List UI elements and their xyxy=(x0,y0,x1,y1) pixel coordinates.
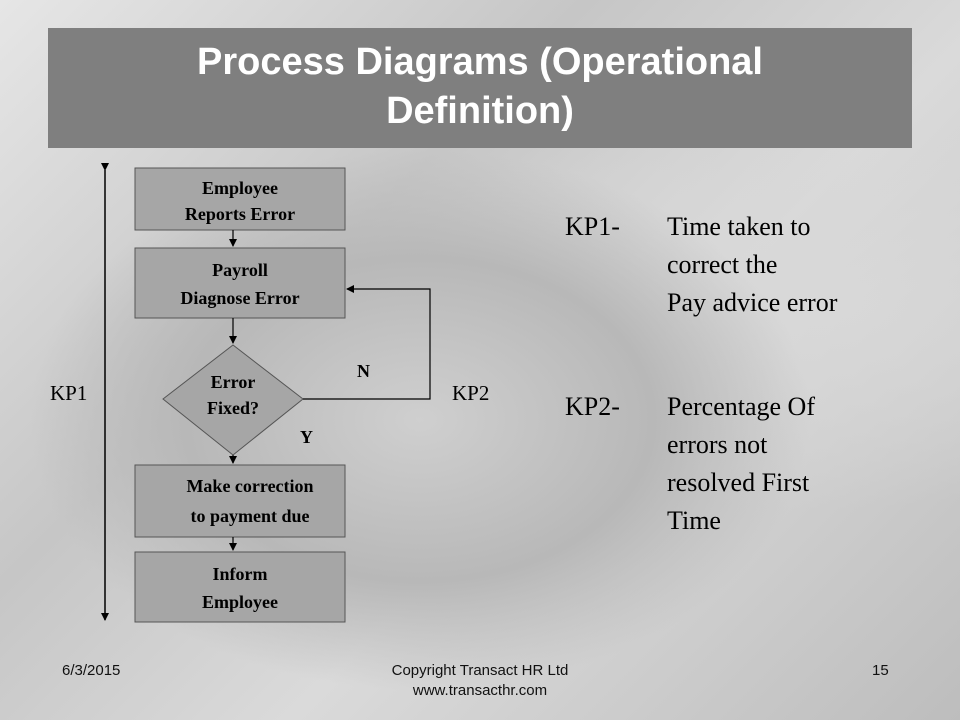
definition-kp2-text: Percentage Of errors not resolved First … xyxy=(667,388,815,540)
step-employee-reports-error xyxy=(134,167,346,231)
step1-line2: Reports Error xyxy=(185,204,295,224)
title-bar: Process Diagrams (Operational Definition… xyxy=(48,28,912,148)
definition-kp2-line: errors not xyxy=(667,430,768,459)
definition-kp1-key: KP1- xyxy=(565,212,620,241)
no-label: N xyxy=(357,361,370,381)
step1-line1: Employee xyxy=(202,178,278,198)
definition-kp1-text: Time taken to correct the Pay advice err… xyxy=(667,208,837,322)
kp1-label: KP1 xyxy=(50,381,87,405)
footer-page-number: 15 xyxy=(872,662,889,679)
kp-definitions: KP1- Time taken to correct the Pay advic… xyxy=(565,208,925,540)
decision-line2: Fixed? xyxy=(207,398,259,418)
slide-title-line-2: Definition) xyxy=(386,90,574,132)
definition-kp2-line: Percentage Of xyxy=(667,392,815,421)
definition-kp1-line: Time taken to xyxy=(667,212,811,241)
definition-kp1: KP1- Time taken to correct the Pay advic… xyxy=(565,208,925,322)
decision-line1: Error xyxy=(211,372,256,392)
definition-kp2-key: KP2- xyxy=(565,392,620,421)
slide-title-line-1: Process Diagrams (Operational xyxy=(197,41,763,83)
step-make-correction xyxy=(134,464,346,538)
step2-line2: Diagnose Error xyxy=(180,288,299,308)
kp2-label: KP2 xyxy=(452,381,489,405)
step3-line1: Make correction xyxy=(186,476,313,496)
footer-website: www.transacthr.com xyxy=(412,682,548,699)
step-payroll-diagnose-error xyxy=(134,247,346,319)
step2-line1: Payroll xyxy=(212,260,268,280)
definition-kp1-line: correct the xyxy=(667,250,778,279)
step3-line2: to payment due xyxy=(190,506,309,526)
definition-kp2-line: resolved First xyxy=(667,468,810,497)
footer-date: 6/3/2015 xyxy=(62,662,121,679)
definition-kp2: KP2- Percentage Of errors not resolved F… xyxy=(565,388,925,540)
footer-copyright-line1: Copyright Transact HR Ltd xyxy=(391,662,569,679)
no-loop-connector xyxy=(303,285,431,400)
step-inform-employee xyxy=(134,551,346,623)
footer-copyright: Copyright Transact HR Ltd www.transacthr… xyxy=(330,661,630,701)
step4-line1: Inform xyxy=(213,564,268,584)
slide-title: Process Diagrams (Operational Definition… xyxy=(48,38,912,136)
step4-line2: Employee xyxy=(202,592,278,612)
definition-kp1-line: Pay advice error xyxy=(667,288,838,317)
definition-kp2-line: Time xyxy=(667,506,721,535)
yes-label: Y xyxy=(300,427,313,447)
